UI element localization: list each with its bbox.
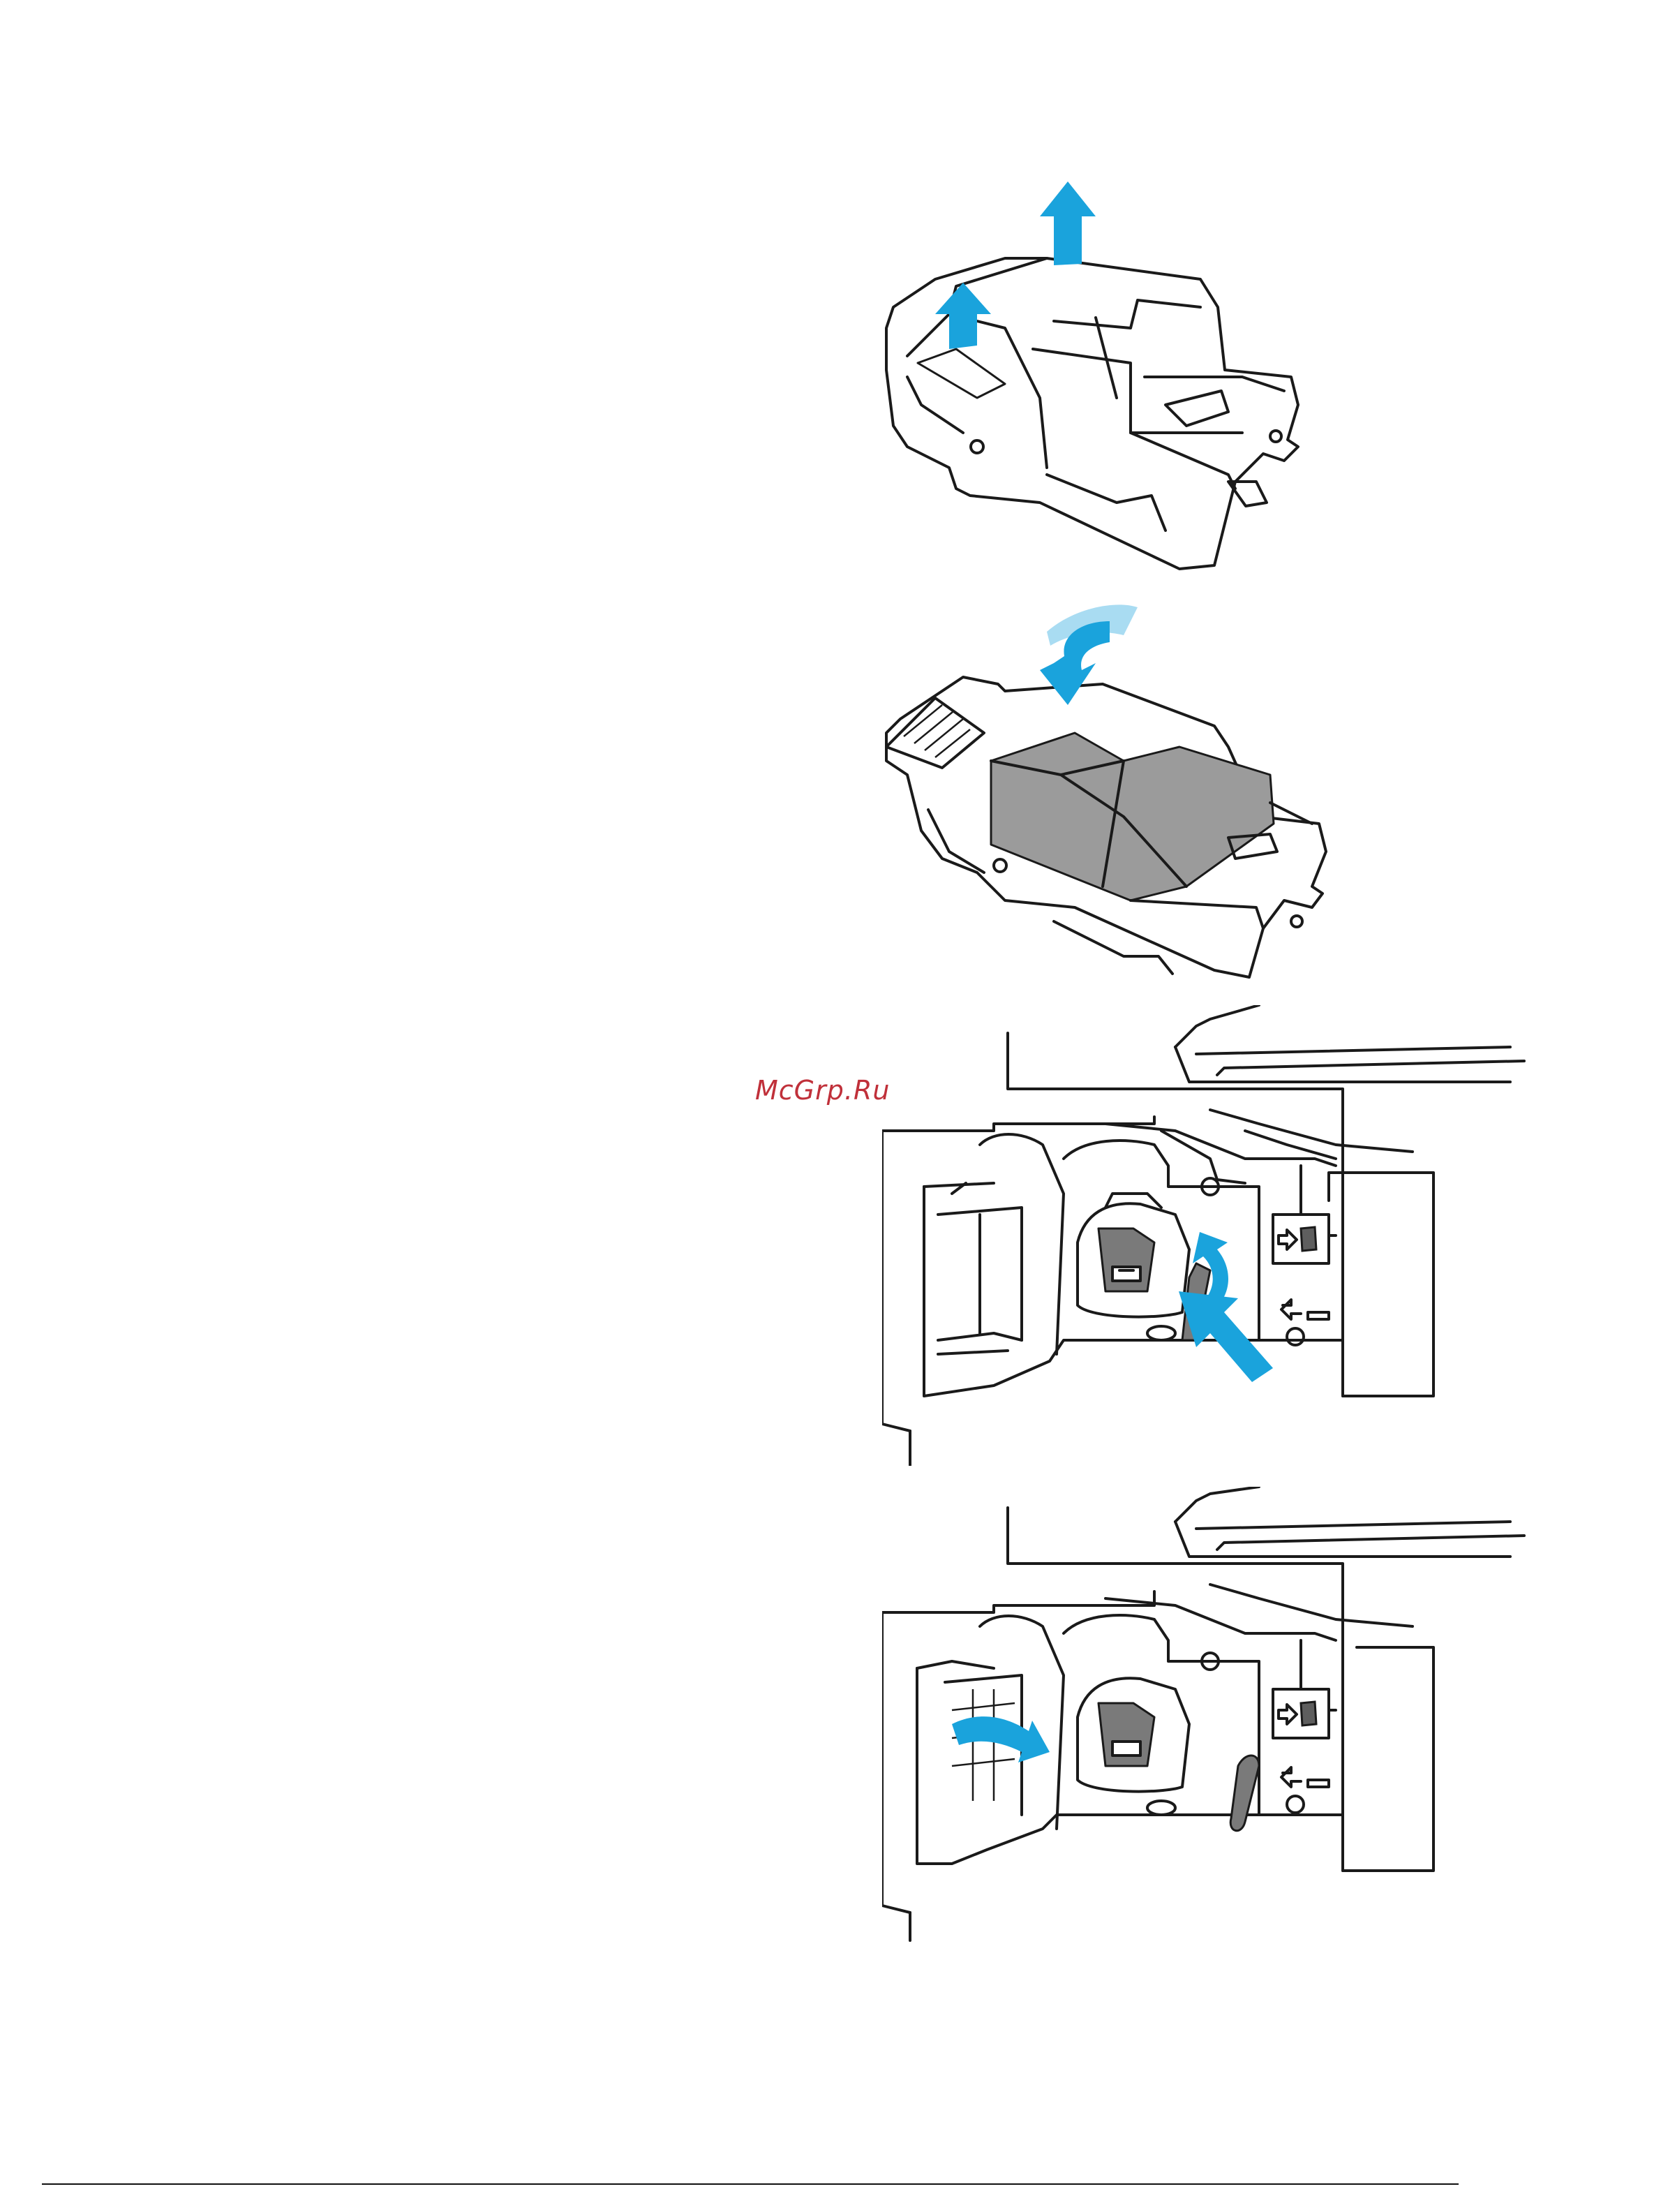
watermark-text: McGrp.Ru xyxy=(755,1075,890,1106)
illustration-finisher-close-door xyxy=(882,1487,1531,1947)
illustration-staple-cartridge-lift xyxy=(865,168,1340,579)
arrow-up-icon xyxy=(1040,181,1096,265)
footer-rule xyxy=(42,2183,1459,2185)
illustration-stapler-insert-cartridge xyxy=(882,1005,1531,1466)
curved-arrow-icon xyxy=(952,1716,1050,1762)
illustration-staple-cartridge-refill xyxy=(865,593,1340,984)
